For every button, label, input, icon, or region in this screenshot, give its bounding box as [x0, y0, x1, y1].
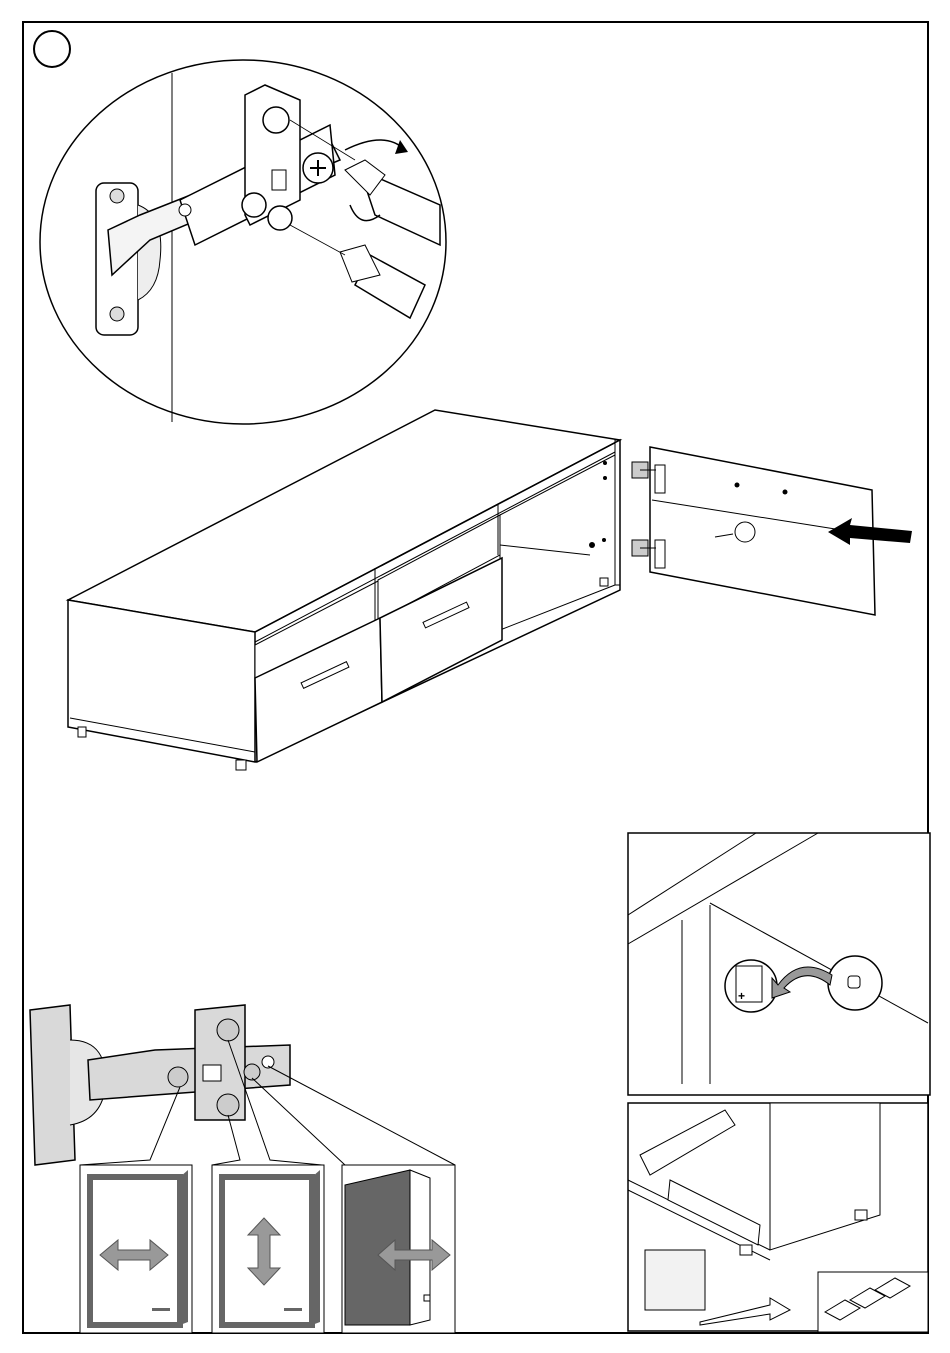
- leader-line: [212, 1115, 240, 1165]
- hinge-plate: [30, 1005, 75, 1165]
- door-hinge-icon: [632, 540, 665, 568]
- plus-symbol: +: [738, 989, 745, 1003]
- screw-icon: [217, 1094, 239, 1116]
- door-panel: [632, 447, 912, 615]
- mount-screw-icon: [110, 189, 124, 203]
- leveling-detail: [628, 1103, 928, 1332]
- tv-cabinet: [68, 410, 620, 770]
- front-screw-icon: [263, 107, 289, 133]
- dowel-hole: [603, 476, 607, 480]
- hinge-adjust-detail: [30, 1005, 455, 1333]
- door-hole: [735, 483, 740, 488]
- cabinet-foot: [78, 727, 86, 737]
- step-number-circle: [34, 31, 70, 67]
- hole-cover-detail: +: [628, 833, 930, 1095]
- depth-screw-icon: [268, 206, 292, 230]
- cabinet-foot: [600, 578, 608, 586]
- screw-icon: [244, 1064, 260, 1080]
- door-hinge-icon: [632, 462, 665, 493]
- adjust-panel-depth: [342, 1165, 455, 1333]
- dowel-hole: [589, 542, 595, 548]
- adjust-panel-vertical: [212, 1165, 324, 1333]
- dowel-hole: [602, 538, 606, 542]
- cabinet-foot: [236, 760, 246, 770]
- leader-line: [252, 1078, 345, 1165]
- hinge-detail-callout: [40, 60, 446, 424]
- leader-line: [268, 1066, 455, 1165]
- adjust-panel-horizontal: [80, 1165, 192, 1333]
- mount-screw-icon: [110, 307, 124, 321]
- hole-cover-icon: [735, 522, 755, 542]
- cam-screw-icon: [242, 193, 266, 217]
- screw-icon: [217, 1019, 239, 1041]
- screw-icon: [168, 1067, 188, 1087]
- dowel-hole: [603, 461, 607, 465]
- door-hole: [783, 490, 788, 495]
